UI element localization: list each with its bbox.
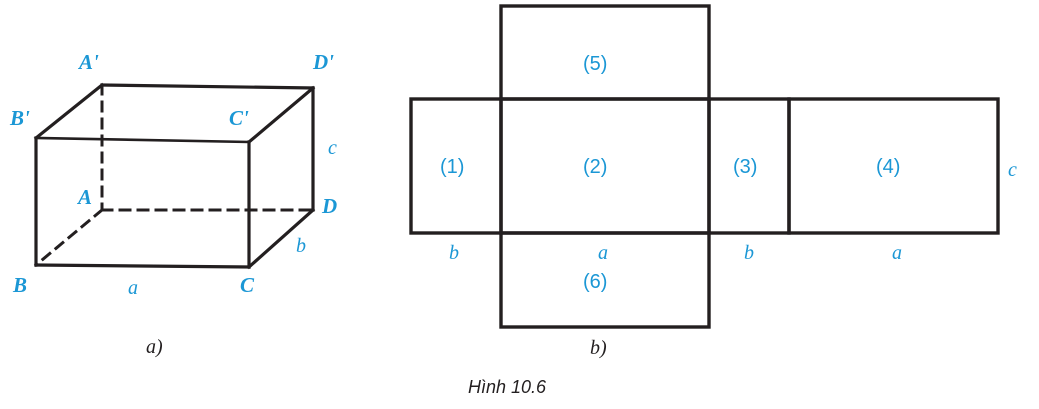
net-face-label-5: (5)	[583, 53, 608, 75]
solid-box-drawing	[33, 82, 316, 270]
vertex-label-c-prime: C'	[229, 106, 249, 130]
net-dim-label-b-2: b	[744, 242, 754, 264]
vertex-label-b: B	[13, 273, 28, 297]
vertex-label-c: C	[240, 273, 255, 297]
vertex-label-a-prime: A'	[79, 50, 99, 74]
net-drawing	[409, 4, 1000, 329]
edge-a-b-hidden	[33, 207, 105, 268]
vertex-label-d-prime: D'	[313, 50, 334, 74]
solid-dim-label-b: b	[296, 235, 306, 257]
solid-dim-label-a: a	[128, 277, 138, 299]
net-face-label-2: (2)	[583, 156, 608, 178]
net-face-label-3: (3)	[733, 156, 758, 178]
net-dim-label-a-2: a	[892, 242, 902, 264]
net-face-4-rect	[787, 97, 1000, 235]
edge-d-c	[246, 207, 316, 270]
vertex-label-b-prime: B'	[10, 106, 30, 130]
net-face-6-rect	[499, 231, 711, 329]
net-face-label-1: (1)	[440, 156, 465, 178]
edge-bprime-aprime	[33, 82, 105, 141]
edge-dprime-cprime	[246, 85, 316, 145]
net-dim-label-b-1: b	[449, 242, 459, 264]
net-face-label-4: (4)	[876, 156, 901, 178]
net-dim-label-c: c	[1008, 159, 1017, 181]
edge-cprime-bprime	[34, 136, 251, 144]
net-face-label-6: (6)	[583, 271, 608, 293]
net-dim-label-a-1: a	[598, 242, 608, 264]
figure-caption: Hình 10.6	[468, 377, 547, 397]
edge-b-c	[34, 263, 251, 269]
solid-dim-label-c: c	[328, 137, 337, 159]
edge-aprime-dprime	[100, 83, 315, 90]
caption-part-a: a)	[146, 336, 163, 358]
vertex-label-d: D	[322, 194, 338, 218]
caption-part-b: b)	[590, 337, 607, 359]
vertex-label-a: A	[78, 185, 93, 209]
